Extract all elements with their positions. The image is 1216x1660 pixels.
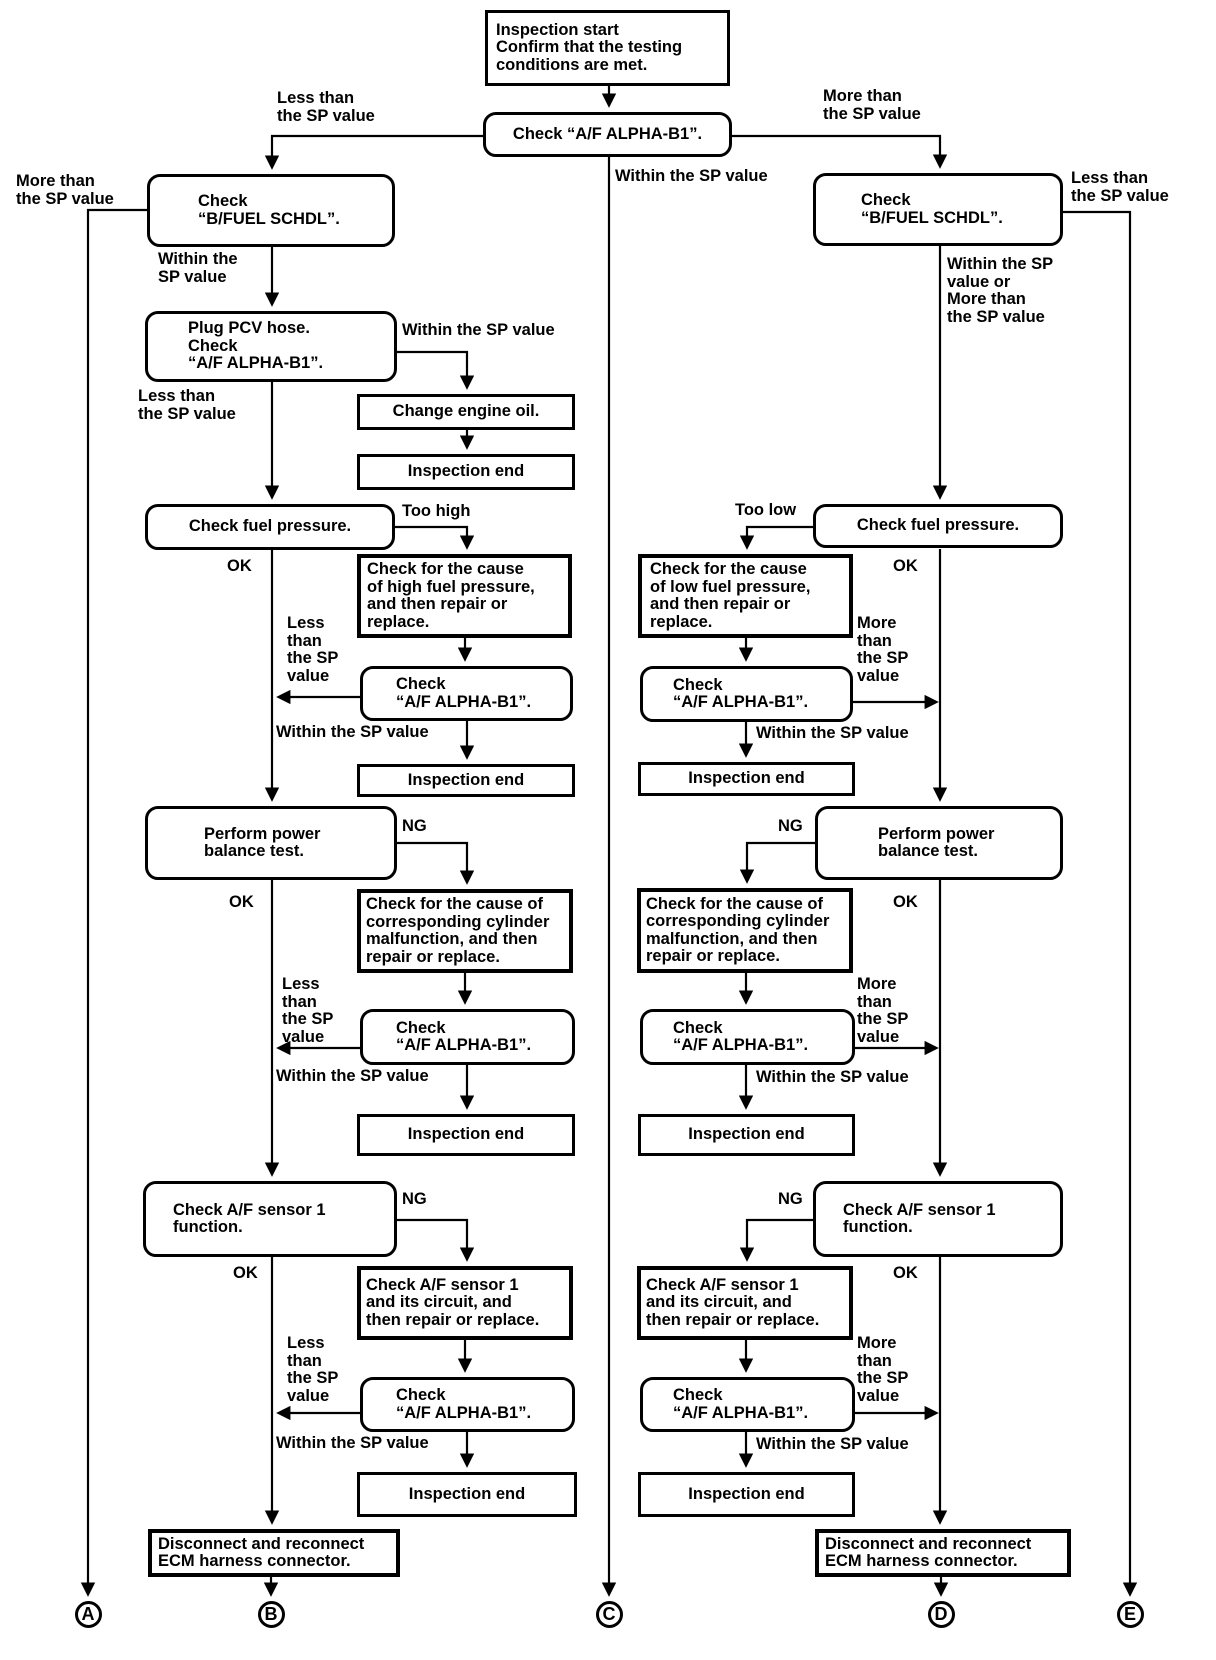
node-cause-cylinder-right: Check for the cause of corresponding cyl… — [637, 888, 853, 973]
label-within-sp-center: Within the SP value — [615, 167, 768, 185]
node-check-af-alpha-left-2: Check “A/F ALPHA-B1”. — [360, 666, 573, 721]
label-within-sp-left-2: Within the SP value — [276, 723, 429, 741]
edge-power-r-ng — [739, 841, 815, 884]
node-inspection-start: Inspection start Confirm that the testin… — [485, 10, 730, 86]
node-inspection-end-right-2: Inspection end — [638, 762, 855, 796]
label-less-than-sp-plugpcv: Less than the SP value — [138, 387, 236, 423]
terminal-e: E — [1116, 1600, 1144, 1628]
terminal-d: D — [927, 1600, 955, 1628]
label-more-sp-4l-right-1: More than the SP value — [857, 614, 909, 685]
label-ng-power-left: NG — [402, 817, 427, 835]
edge-sensor-r-ng — [739, 1218, 815, 1262]
node-inspection-end-left-2: Inspection end — [357, 764, 575, 797]
node-check-sensor-circuit-left: Check A/F sensor 1 and its circuit, and … — [357, 1266, 573, 1340]
node-inspection-end-left-1: Inspection end — [357, 454, 575, 490]
label-within-sp-right-3: Within the SP value — [756, 1068, 909, 1086]
label-ng-power-right: NG — [778, 817, 803, 835]
terminal-b: B — [257, 1600, 285, 1628]
label-ng-sensor-left: NG — [402, 1190, 427, 1208]
node-check-fuel-pressure-right: Check fuel pressure. — [813, 504, 1063, 548]
node-check-af-alpha-right-3: Check “A/F ALPHA-B1”. — [640, 1009, 855, 1065]
label-within-sp-right-2: Within the SP value — [756, 724, 909, 742]
node-check-sensor-circuit-right: Check A/F sensor 1 and its circuit, and … — [637, 1266, 853, 1340]
node-check-bfuel-schdl-right: Check “B/FUEL SCHDL”. — [813, 173, 1063, 246]
edge-fuelpress-r-toolow — [739, 525, 815, 550]
node-check-bfuel-schdl-left: Check “B/FUEL SCHDL”. — [147, 174, 395, 247]
label-less-than-sp-top-left: Less than the SP value — [277, 89, 375, 125]
node-check-af-alpha-left-3: Check “A/F ALPHA-B1”. — [360, 1009, 575, 1065]
label-more-sp-4l-right-3: More than the SP value — [857, 1334, 909, 1405]
terminal-c: C — [595, 1600, 623, 1628]
node-disconnect-ecm-left: Disconnect and reconnect ECM harness con… — [148, 1529, 400, 1577]
label-less-sp-4l-left-3: Less than the SP value — [287, 1334, 339, 1405]
label-too-low: Too low — [735, 501, 797, 519]
terminal-a: A — [74, 1600, 102, 1628]
label-within-sp-bfuel-left: Within the SP value — [158, 250, 238, 286]
label-ng-sensor-right: NG — [778, 1190, 803, 1208]
node-inspection-end-right-3: Inspection end — [638, 1114, 855, 1156]
label-more-sp-4l-right-2: More than the SP value — [857, 975, 909, 1046]
label-less-sp-4l-left-2: Less than the SP value — [282, 975, 334, 1046]
node-inspection-end-left-3: Inspection end — [357, 1114, 575, 1156]
label-within-sp-plugpcv: Within the SP value — [402, 321, 555, 339]
node-check-af-alpha-left-4: Check “A/F ALPHA-B1”. — [360, 1377, 575, 1432]
edge-checkaf-right-branch — [732, 134, 948, 169]
node-inspection-end-left-4: Inspection end — [357, 1472, 577, 1517]
node-check-af-sensor-left: Check A/F sensor 1 function. — [143, 1181, 397, 1257]
label-ok-power-left: OK — [229, 893, 254, 911]
edge-farleft-to-a — [80, 208, 147, 1597]
node-plug-pcv-hose: Plug PCV hose. Check “A/F ALPHA-B1”. — [145, 311, 397, 382]
label-ok-sensor-right: OK — [893, 1264, 918, 1282]
node-check-af-alpha-right-4: Check “A/F ALPHA-B1”. — [640, 1377, 855, 1432]
label-less-sp-4l-left-1: Less than the SP value — [287, 614, 339, 685]
label-more-than-sp-top-right: More than the SP value — [823, 87, 921, 123]
label-too-high: Too high — [402, 502, 471, 520]
edge-power-l-ng — [397, 841, 475, 885]
node-cause-low-fuel-pressure: Check for the cause of low fuel pressure… — [638, 554, 853, 638]
node-change-engine-oil: Change engine oil. — [357, 394, 575, 430]
edge-plugpcv-to-changeoil — [397, 350, 475, 390]
label-more-than-sp-far-left: More than the SP value — [16, 172, 114, 208]
edge-fuelpress-l-toohigh — [395, 525, 475, 550]
edge-checkaf-left-branch — [264, 134, 483, 170]
label-ok-fuelpress-left: OK — [227, 557, 252, 575]
label-ok-fuelpress-right: OK — [893, 557, 918, 575]
node-power-balance-right: Perform power balance test. — [815, 806, 1063, 880]
label-ok-power-right: OK — [893, 893, 918, 911]
label-within-or-more-bfuel-right: Within the SP value or More than the SP … — [947, 255, 1054, 326]
node-check-fuel-pressure-left: Check fuel pressure. — [145, 504, 395, 550]
label-within-sp-left-4: Within the SP value — [276, 1434, 429, 1452]
node-check-af-sensor-right: Check A/F sensor 1 function. — [813, 1181, 1063, 1257]
label-within-sp-right-4: Within the SP value — [756, 1435, 909, 1453]
node-inspection-end-right-4: Inspection end — [638, 1472, 855, 1517]
node-disconnect-ecm-right: Disconnect and reconnect ECM harness con… — [815, 1529, 1071, 1577]
label-less-than-sp-far-right: Less than the SP value — [1071, 169, 1169, 205]
node-cause-cylinder-left: Check for the cause of corresponding cyl… — [357, 889, 573, 973]
node-check-af-alpha-right-2: Check “A/F ALPHA-B1”. — [640, 666, 853, 722]
label-ok-sensor-left: OK — [233, 1264, 258, 1282]
edge-farright-to-e — [1063, 210, 1138, 1597]
node-check-af-alpha-top: Check “A/F ALPHA-B1”. — [483, 112, 732, 157]
label-within-sp-left-3: Within the SP value — [276, 1067, 429, 1085]
node-power-balance-left: Perform power balance test. — [145, 806, 397, 880]
edge-sensor-l-ng — [397, 1218, 475, 1262]
node-cause-high-fuel-pressure: Check for the cause of high fuel pressur… — [357, 554, 572, 638]
